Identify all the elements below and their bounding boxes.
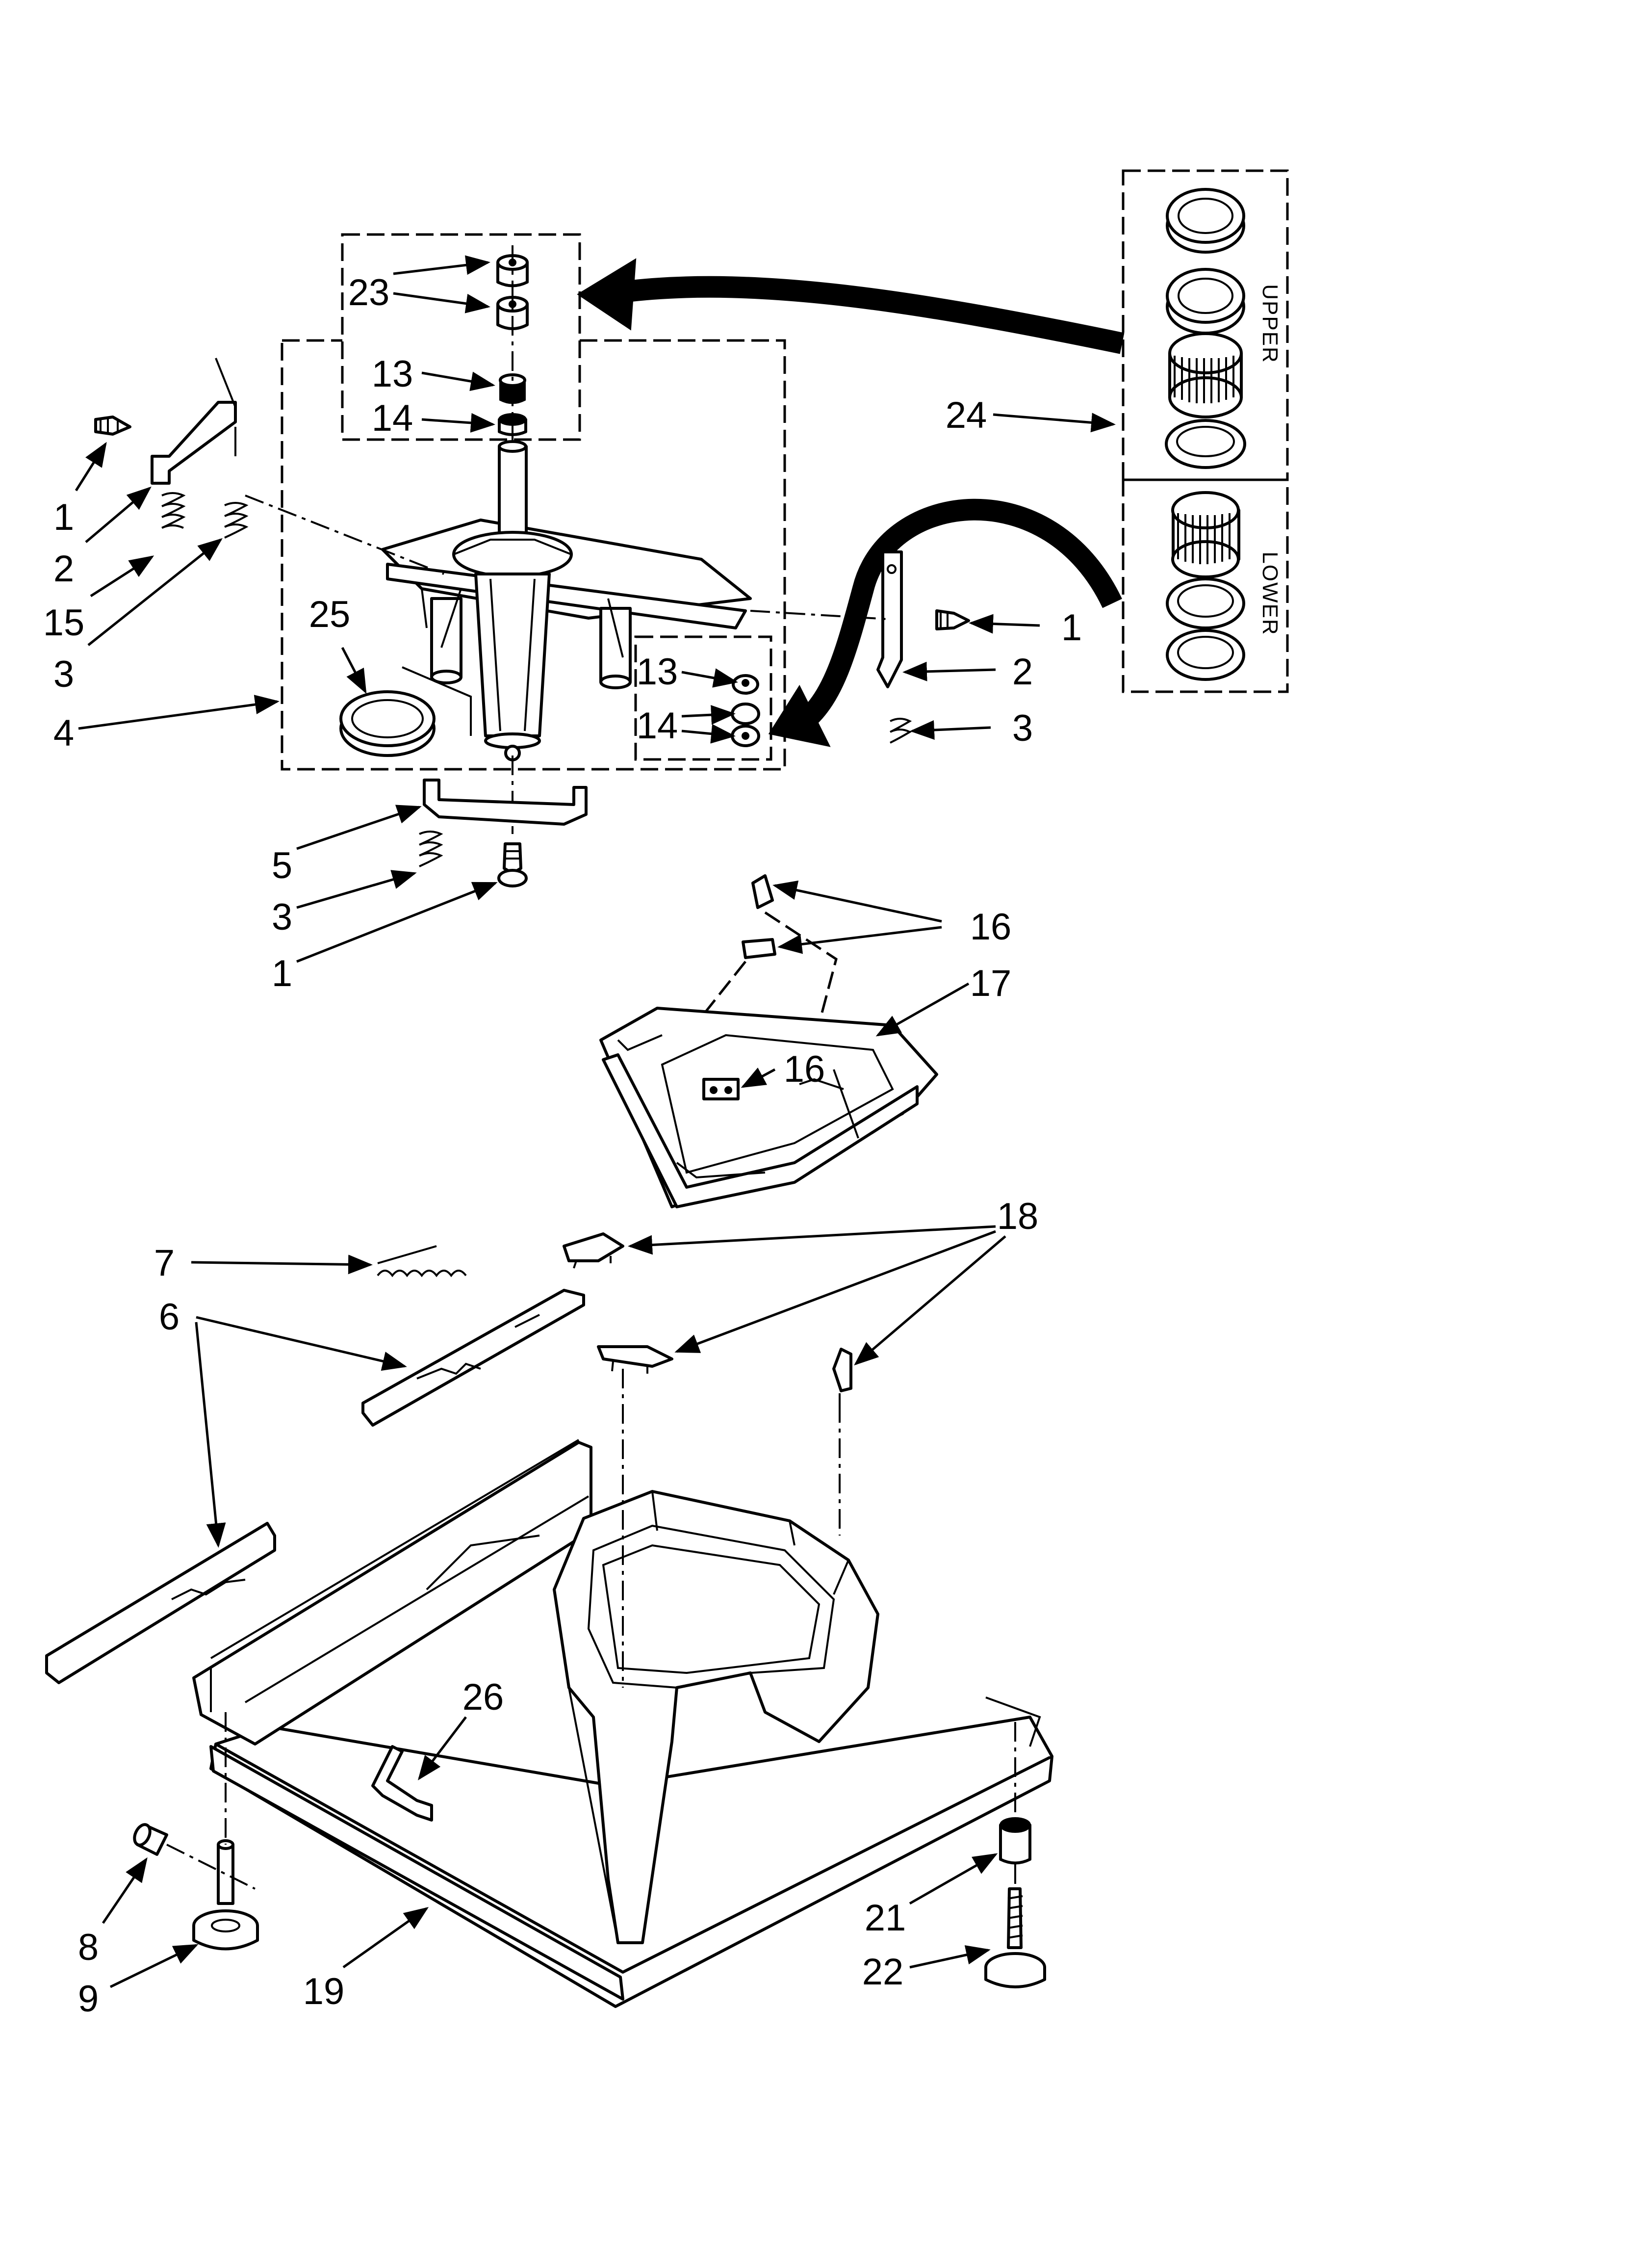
gear-bearing-lower <box>1171 491 1240 578</box>
rail-6-left <box>45 1522 276 1684</box>
bearing-14 <box>498 413 527 436</box>
rail-6-upper <box>361 1289 585 1427</box>
spring-right <box>890 718 912 744</box>
screw-1-lower <box>497 842 528 887</box>
side-rail-left <box>192 1439 592 1746</box>
ring-lower-2 <box>1166 629 1245 681</box>
leader-lines <box>75 255 1116 1988</box>
lower-bearing-kit: LOWER <box>1166 491 1282 681</box>
callout-6: 6 <box>159 1296 180 1338</box>
callout-3-right: 3 <box>1012 707 1033 749</box>
pad-18-right <box>832 1348 852 1403</box>
upper-bearing-kit: UPPER <box>1165 188 1282 469</box>
pad-18-top <box>563 1232 624 1269</box>
callout-2-right: 2 <box>1012 651 1033 693</box>
lower-label: LOWER <box>1258 551 1282 635</box>
gasket-ring-25 <box>339 666 472 757</box>
callout-2-left: 2 <box>53 548 74 590</box>
seal-ring-1 <box>1166 188 1245 254</box>
gear-bearing <box>1168 332 1243 418</box>
callout-17: 17 <box>970 963 1012 1004</box>
callout-18: 18 <box>997 1196 1039 1237</box>
screw-right <box>935 609 970 630</box>
leveling-leg-22 <box>984 1887 1046 1988</box>
lower-bearing-13 <box>732 674 759 695</box>
callout-4: 4 <box>53 712 74 754</box>
callout-5: 5 <box>272 845 292 886</box>
bearing-kit-box <box>1122 169 1289 693</box>
callout-24: 24 <box>946 394 987 436</box>
callout-labels: 23 13 14 1 2 15 3 4 25 24 13 14 1 2 3 5 … <box>43 272 1082 2020</box>
lower-bearing-14 <box>731 703 760 747</box>
callout-13-upper: 13 <box>372 353 413 395</box>
bracket-right <box>876 550 903 688</box>
callout-7: 7 <box>154 1242 175 1284</box>
drive-shaft-tube <box>452 440 573 578</box>
callout-1-right: 1 <box>1061 607 1082 649</box>
clip-16-lower <box>702 1078 740 1100</box>
callout-14-lower: 14 <box>637 705 678 747</box>
callout-1-lower: 1 <box>272 953 292 994</box>
seal-ring-2 <box>1166 268 1245 335</box>
center-column <box>474 573 551 761</box>
spring-15 <box>161 492 186 529</box>
bushing-21 <box>999 1817 1031 1865</box>
bracket-2-left <box>151 358 237 485</box>
ring-lower-1 <box>1166 577 1245 629</box>
tub-support-frame-17 <box>599 1007 938 1208</box>
screw-1-left <box>94 416 131 436</box>
callout-3-left: 3 <box>53 653 74 695</box>
callout-15: 15 <box>43 602 85 644</box>
callout-13-lower: 13 <box>637 651 678 693</box>
callout-25: 25 <box>309 594 351 635</box>
bracket-5 <box>423 779 588 826</box>
pin-8 <box>133 1823 168 1856</box>
pedestal-frame <box>553 1490 879 1944</box>
support-post-left <box>430 597 462 684</box>
flat-ring <box>1165 419 1246 469</box>
callout-14-upper: 14 <box>372 397 413 439</box>
callout-1-left: 1 <box>53 496 74 538</box>
leveling-leg-9 <box>192 1839 259 1951</box>
callout-3-lower: 3 <box>272 896 292 938</box>
clip-16-top <box>751 874 774 909</box>
callout-9: 9 <box>78 1978 99 2020</box>
suspension-assembly-box <box>281 339 786 771</box>
callout-16-lower: 16 <box>784 1048 825 1090</box>
lower-kit-arrow <box>768 498 1122 747</box>
callout-21: 21 <box>865 1897 906 1939</box>
lower-bearing-box <box>634 635 772 761</box>
spring-3-lower <box>419 831 443 867</box>
callout-16-top: 16 <box>970 906 1012 948</box>
callout-8: 8 <box>78 1927 99 1968</box>
callout-23: 23 <box>348 272 390 313</box>
callout-26: 26 <box>462 1676 504 1718</box>
support-post-right <box>599 607 632 689</box>
upper-label: UPPER <box>1258 284 1282 364</box>
callout-19: 19 <box>303 1971 345 2012</box>
spring-3-left <box>224 502 249 539</box>
clip-16-mid <box>742 938 776 959</box>
spring-7 <box>377 1245 467 1277</box>
upper-kit-arrow <box>577 258 1125 354</box>
pad-18-mid <box>597 1345 673 1374</box>
clip-26 <box>371 1745 433 1822</box>
callout-22: 22 <box>862 1951 904 1993</box>
